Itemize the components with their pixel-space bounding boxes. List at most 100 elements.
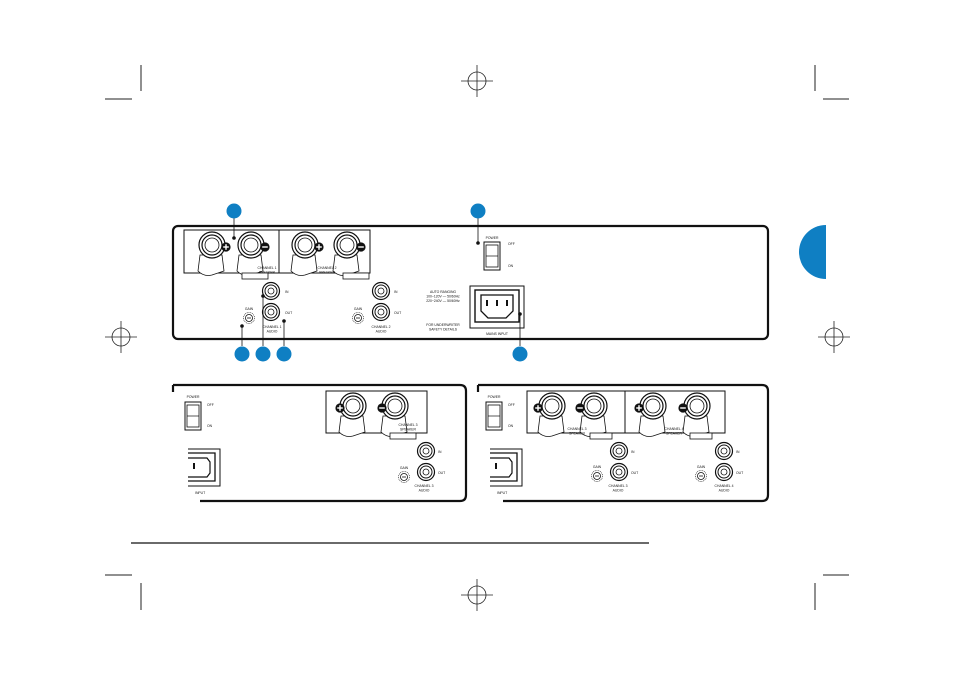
left-out-label: OUT xyxy=(438,471,445,475)
left-power-on-label: ON xyxy=(207,424,213,428)
crop-marks xyxy=(105,65,849,610)
ch1-speaker-label: CHANNEL 1 xyxy=(258,266,277,270)
ch2-out-label: OUT xyxy=(394,311,401,315)
power-label: POWER xyxy=(486,236,499,240)
callout-4[interactable] xyxy=(255,346,271,362)
registration-marks xyxy=(105,65,850,611)
ch2-negative-post[interactable] xyxy=(332,231,361,277)
left-input-label: INPUT xyxy=(195,491,205,495)
left-in-label: IN xyxy=(438,450,442,454)
callout-leaders xyxy=(233,218,521,346)
left-audio-label: CHANNEL 3 xyxy=(415,484,434,488)
ch4-in-label: IN xyxy=(736,450,740,454)
right-speaker4-label-line: SPEAKER xyxy=(666,431,683,435)
ch3-output-jack[interactable] xyxy=(609,462,629,482)
ch1-positive-post[interactable] xyxy=(197,231,226,277)
plus-icon xyxy=(221,242,231,252)
mains-input-socket[interactable] xyxy=(469,285,525,329)
ch2-input-jack[interactable] xyxy=(371,281,391,301)
ch2-positive-post[interactable] xyxy=(290,231,319,277)
ch4-input-jack[interactable] xyxy=(714,441,734,461)
callout-2[interactable] xyxy=(470,203,486,219)
ch3-out-label: OUT xyxy=(631,471,638,475)
ch1-gain-knob[interactable] xyxy=(243,312,255,324)
section-tab-marker xyxy=(799,225,826,279)
ch1-in-label: IN xyxy=(285,290,289,294)
ch4-positive-post[interactable] xyxy=(638,392,667,438)
ch2-audio-label: CHANNEL 2 xyxy=(372,325,391,329)
voltage-label: AUTO RANGING xyxy=(430,290,456,294)
callout-endpoints xyxy=(232,236,522,328)
right-audio3-label-line: AUDIO xyxy=(613,488,624,492)
ch3-input-jack[interactable] xyxy=(609,441,629,461)
left-power-off-label: OFF xyxy=(207,403,214,407)
ch3-positive-post[interactable] xyxy=(338,392,367,438)
ch4-gain-label: GAIN xyxy=(697,465,706,469)
callout-3[interactable] xyxy=(234,346,250,362)
left-input-jack[interactable] xyxy=(416,441,436,461)
ch4-output-jack[interactable] xyxy=(714,462,734,482)
left-speaker-label-line: SPEAKER xyxy=(400,427,417,431)
callout-6[interactable] xyxy=(512,346,528,362)
ch2-output-jack[interactable] xyxy=(371,302,391,322)
right-speaker3-label-line: SPEAKER xyxy=(569,431,586,435)
right-audio4-label-line: AUDIO xyxy=(719,488,730,492)
ch1-speaker-label-line: SPEAKER xyxy=(259,270,276,274)
ch2-speaker-label: CHANNEL 2 xyxy=(318,266,337,270)
callout-5[interactable] xyxy=(276,346,292,362)
ch1-output-jack[interactable] xyxy=(261,302,281,322)
left-speaker-label: CHANNEL 3 xyxy=(399,423,418,427)
plus-icon xyxy=(533,403,543,413)
right-audio4-label: CHANNEL 4 xyxy=(715,484,734,488)
ch2-gain-knob[interactable] xyxy=(352,312,364,324)
power-switch[interactable] xyxy=(483,241,501,271)
ch4-gain-knob[interactable] xyxy=(695,470,707,482)
ch3-gain-knob[interactable] xyxy=(591,470,603,482)
right-power-switch[interactable] xyxy=(485,401,503,431)
left-mains-input-partial[interactable] xyxy=(188,448,221,487)
voltage-label-line: 220~240V — 50/60Hz xyxy=(426,299,460,303)
ch2-speaker-label-line: SPEAKER xyxy=(319,270,336,274)
right-mains-input-partial[interactable] xyxy=(490,448,523,487)
ch2-in-label: IN xyxy=(394,290,398,294)
ch3-gain-label: GAIN xyxy=(593,465,602,469)
left-output-jack[interactable] xyxy=(416,462,436,482)
right-speaker4-label: CHANNEL 4 xyxy=(665,427,684,431)
minus-icon xyxy=(260,242,270,252)
right-power-on-label: ON xyxy=(508,424,514,428)
ch1-out-label: OUT xyxy=(285,311,292,315)
callout-1[interactable] xyxy=(226,203,242,219)
mains-input-label: MAINS INPUT xyxy=(486,332,508,336)
left-gain-knob[interactable] xyxy=(398,471,410,483)
callout-markers xyxy=(226,203,528,362)
ch2-gain-label: GAIN xyxy=(354,307,363,311)
ch4-negative-post[interactable] xyxy=(682,392,711,438)
ch4-out-label: OUT xyxy=(736,471,743,475)
left-audio-label-line: AUDIO xyxy=(419,488,430,492)
minus-icon xyxy=(575,403,585,413)
ch1-audio-label: CHANNEL 1 xyxy=(263,325,282,329)
minus-icon xyxy=(678,403,688,413)
ch3-positive-post[interactable] xyxy=(537,392,566,438)
left-power-switch[interactable] xyxy=(184,401,202,431)
right-power-label: POWER xyxy=(488,395,501,399)
right-audio3-label: CHANNEL 3 xyxy=(609,484,628,488)
ch1-audio-label-line: AUDIO xyxy=(267,329,278,333)
ch1-input-jack[interactable] xyxy=(261,281,281,301)
plus-icon xyxy=(314,242,324,252)
ch1-gain-label: GAIN xyxy=(245,307,254,311)
